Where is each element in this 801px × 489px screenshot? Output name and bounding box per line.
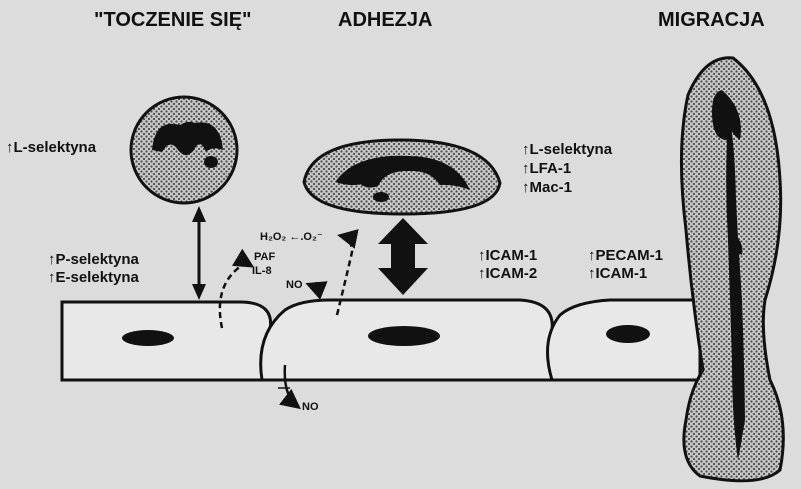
icam2-label: ↑ICAM-2 [478, 266, 537, 281]
adhesion-leukocyte [304, 140, 500, 214]
lfa1-label: ↑LFA-1 [522, 161, 571, 176]
mac1-label: ↑Mac-1 [522, 180, 572, 195]
e-selectin-label: ↑E-selektyna [48, 270, 139, 285]
p-selectin-label: ↑P-selektyna [48, 252, 139, 267]
adhesion-l-selectin-label: ↑L-selektyna [522, 142, 612, 157]
ros-label: H₂O₂ ←.O₂⁻ [260, 232, 323, 243]
no-top-label: NO [286, 280, 303, 291]
rolling-leukocyte-label: ↑L-selektyna [6, 140, 96, 155]
migrating-leukocyte [681, 58, 783, 481]
endothelial-nucleus-1 [122, 330, 174, 346]
paf-label: PAF [254, 252, 275, 263]
endothelial-nucleus-3 [606, 325, 650, 343]
rolling-leukocyte [131, 97, 237, 203]
il8-label: IL-8 [252, 266, 272, 277]
rolling-binding-arrow [192, 206, 206, 300]
adhesion-binding-arrow [378, 218, 428, 295]
title-adhesion: ADHEZJA [338, 10, 432, 30]
icam1-label: ↑ICAM-1 [478, 248, 537, 263]
pecam1-label: ↑PECAM-1 [588, 248, 663, 263]
title-rolling: "TOCZENIE SIĘ" [94, 10, 252, 30]
endothelial-nucleus-2 [368, 326, 440, 346]
migration-icam1-label: ↑ICAM-1 [588, 266, 647, 281]
no-bottom-label: NO [302, 402, 319, 413]
title-migration: MIGRACJA [658, 10, 765, 30]
